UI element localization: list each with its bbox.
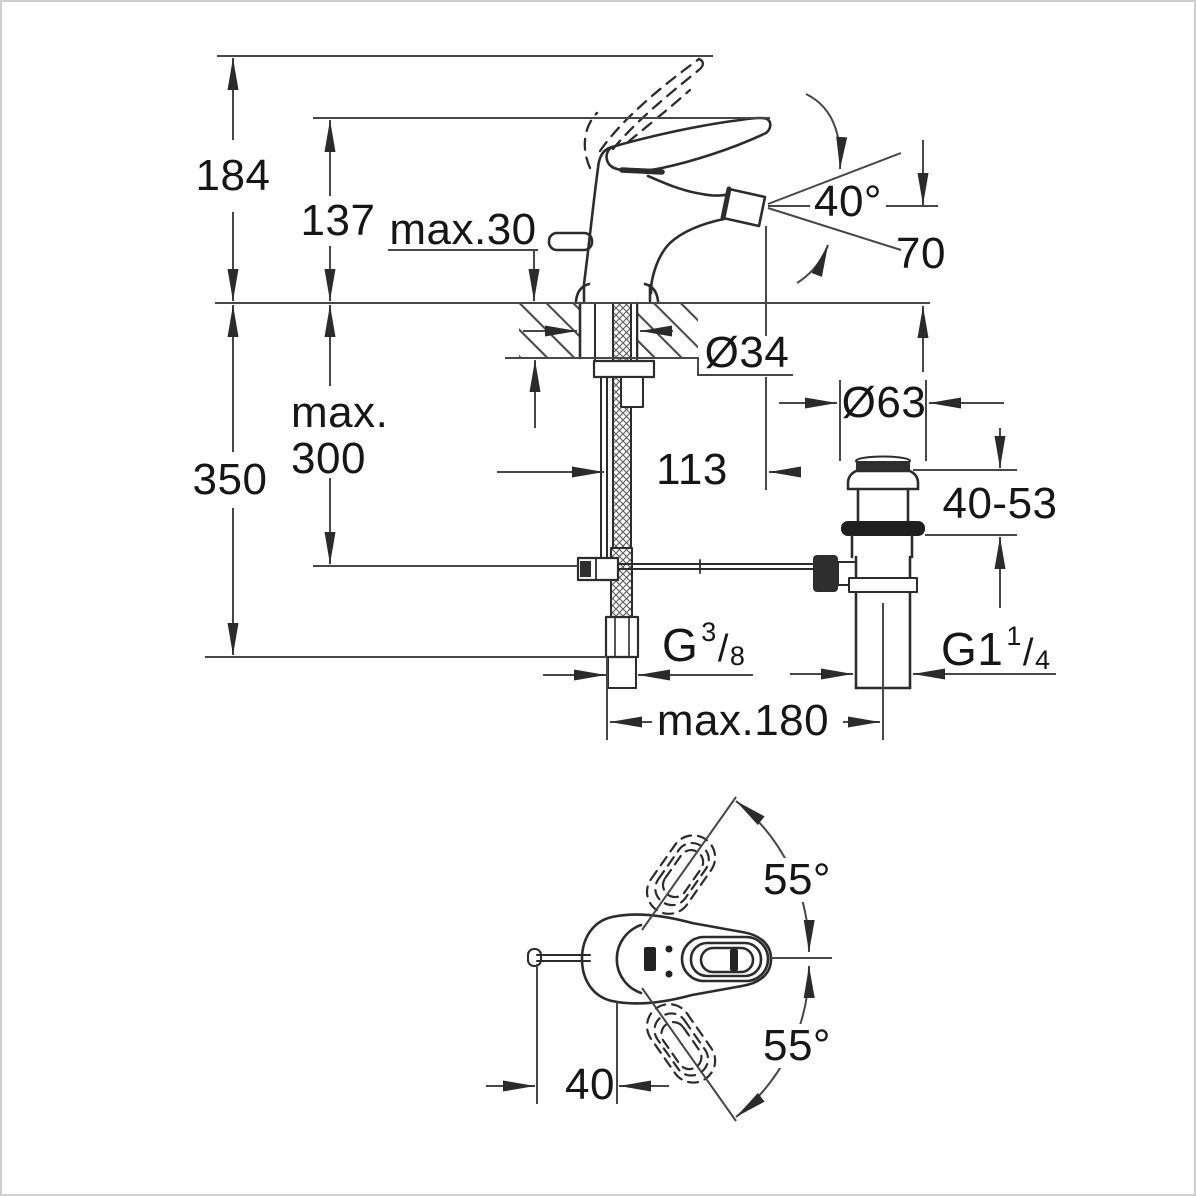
threaded-rod (612, 302, 632, 549)
label-deck-thickness: max.30 (389, 205, 537, 254)
handle-body-junction (619, 167, 665, 175)
waste-seal-ring (841, 521, 925, 536)
reference-lines (205, 55, 930, 658)
label-reach: 113 (656, 445, 728, 494)
label-hole-diameter: Ø34 (704, 328, 790, 377)
label-outlet-height: 70 (896, 229, 946, 278)
label-clamping-range: 40-53 (942, 479, 1058, 528)
label-waste-thread: G1 1 / 4 (941, 621, 1051, 675)
label-waste-thread-denominator: 4 (1034, 645, 1051, 675)
label-supply-thread-base: G (662, 619, 699, 671)
faucet-shank (592, 302, 656, 689)
label-spray-angle: 40° (813, 177, 883, 226)
dim-max-180 (606, 603, 884, 740)
label-max-centre-distance: max.180 (656, 696, 830, 745)
label-flange-diameter: Ø63 (841, 378, 927, 427)
dim-rod-offset (486, 964, 669, 1104)
label-depth-max: max. 300 (291, 388, 389, 484)
label-handle-top-height: 137 (300, 196, 376, 245)
mounting-nut (592, 359, 656, 379)
label-supply-thread-numerator: 3 (701, 617, 717, 647)
popup-waste-assembly (813, 455, 925, 690)
label-swing-upper: 55° (758, 858, 836, 902)
label-waste-thread-base: G1 (941, 623, 1004, 675)
handle-raised-dashed (583, 57, 705, 170)
dim-spray-angle (767, 93, 938, 284)
label-depth-max-value: 300 (291, 434, 366, 484)
label-rod-offset: 40 (565, 1060, 615, 1109)
waste-lever-knob (813, 555, 838, 592)
label-supply-thread: G 3 / 8 (662, 617, 746, 671)
label-supply-thread-slash: / (717, 628, 729, 670)
label-supply-thread-denominator: 8 (729, 641, 746, 671)
dim-clamping-range (913, 428, 1017, 608)
hose-nut (604, 615, 640, 659)
label-waste-thread-numerator: 1 (1006, 621, 1022, 651)
label-total-height: 184 (195, 151, 271, 200)
faucet-side-view (547, 57, 772, 303)
label-depth-max-prefix: max. (291, 388, 389, 437)
dimension-lines (205, 55, 1056, 1122)
popup-linkage (576, 556, 817, 582)
waste-plug-cap (856, 461, 910, 471)
popup-rod-knob (547, 231, 594, 252)
dim-113 (497, 226, 801, 490)
dim-max-30 (388, 249, 541, 428)
label-swing-lower: 55° (758, 1024, 836, 1068)
label-waste-thread-slash: / (1022, 632, 1034, 674)
dim-flange-diameter (779, 380, 1004, 461)
label-total-depth: 350 (192, 455, 268, 504)
handle-top-view (527, 834, 773, 1084)
